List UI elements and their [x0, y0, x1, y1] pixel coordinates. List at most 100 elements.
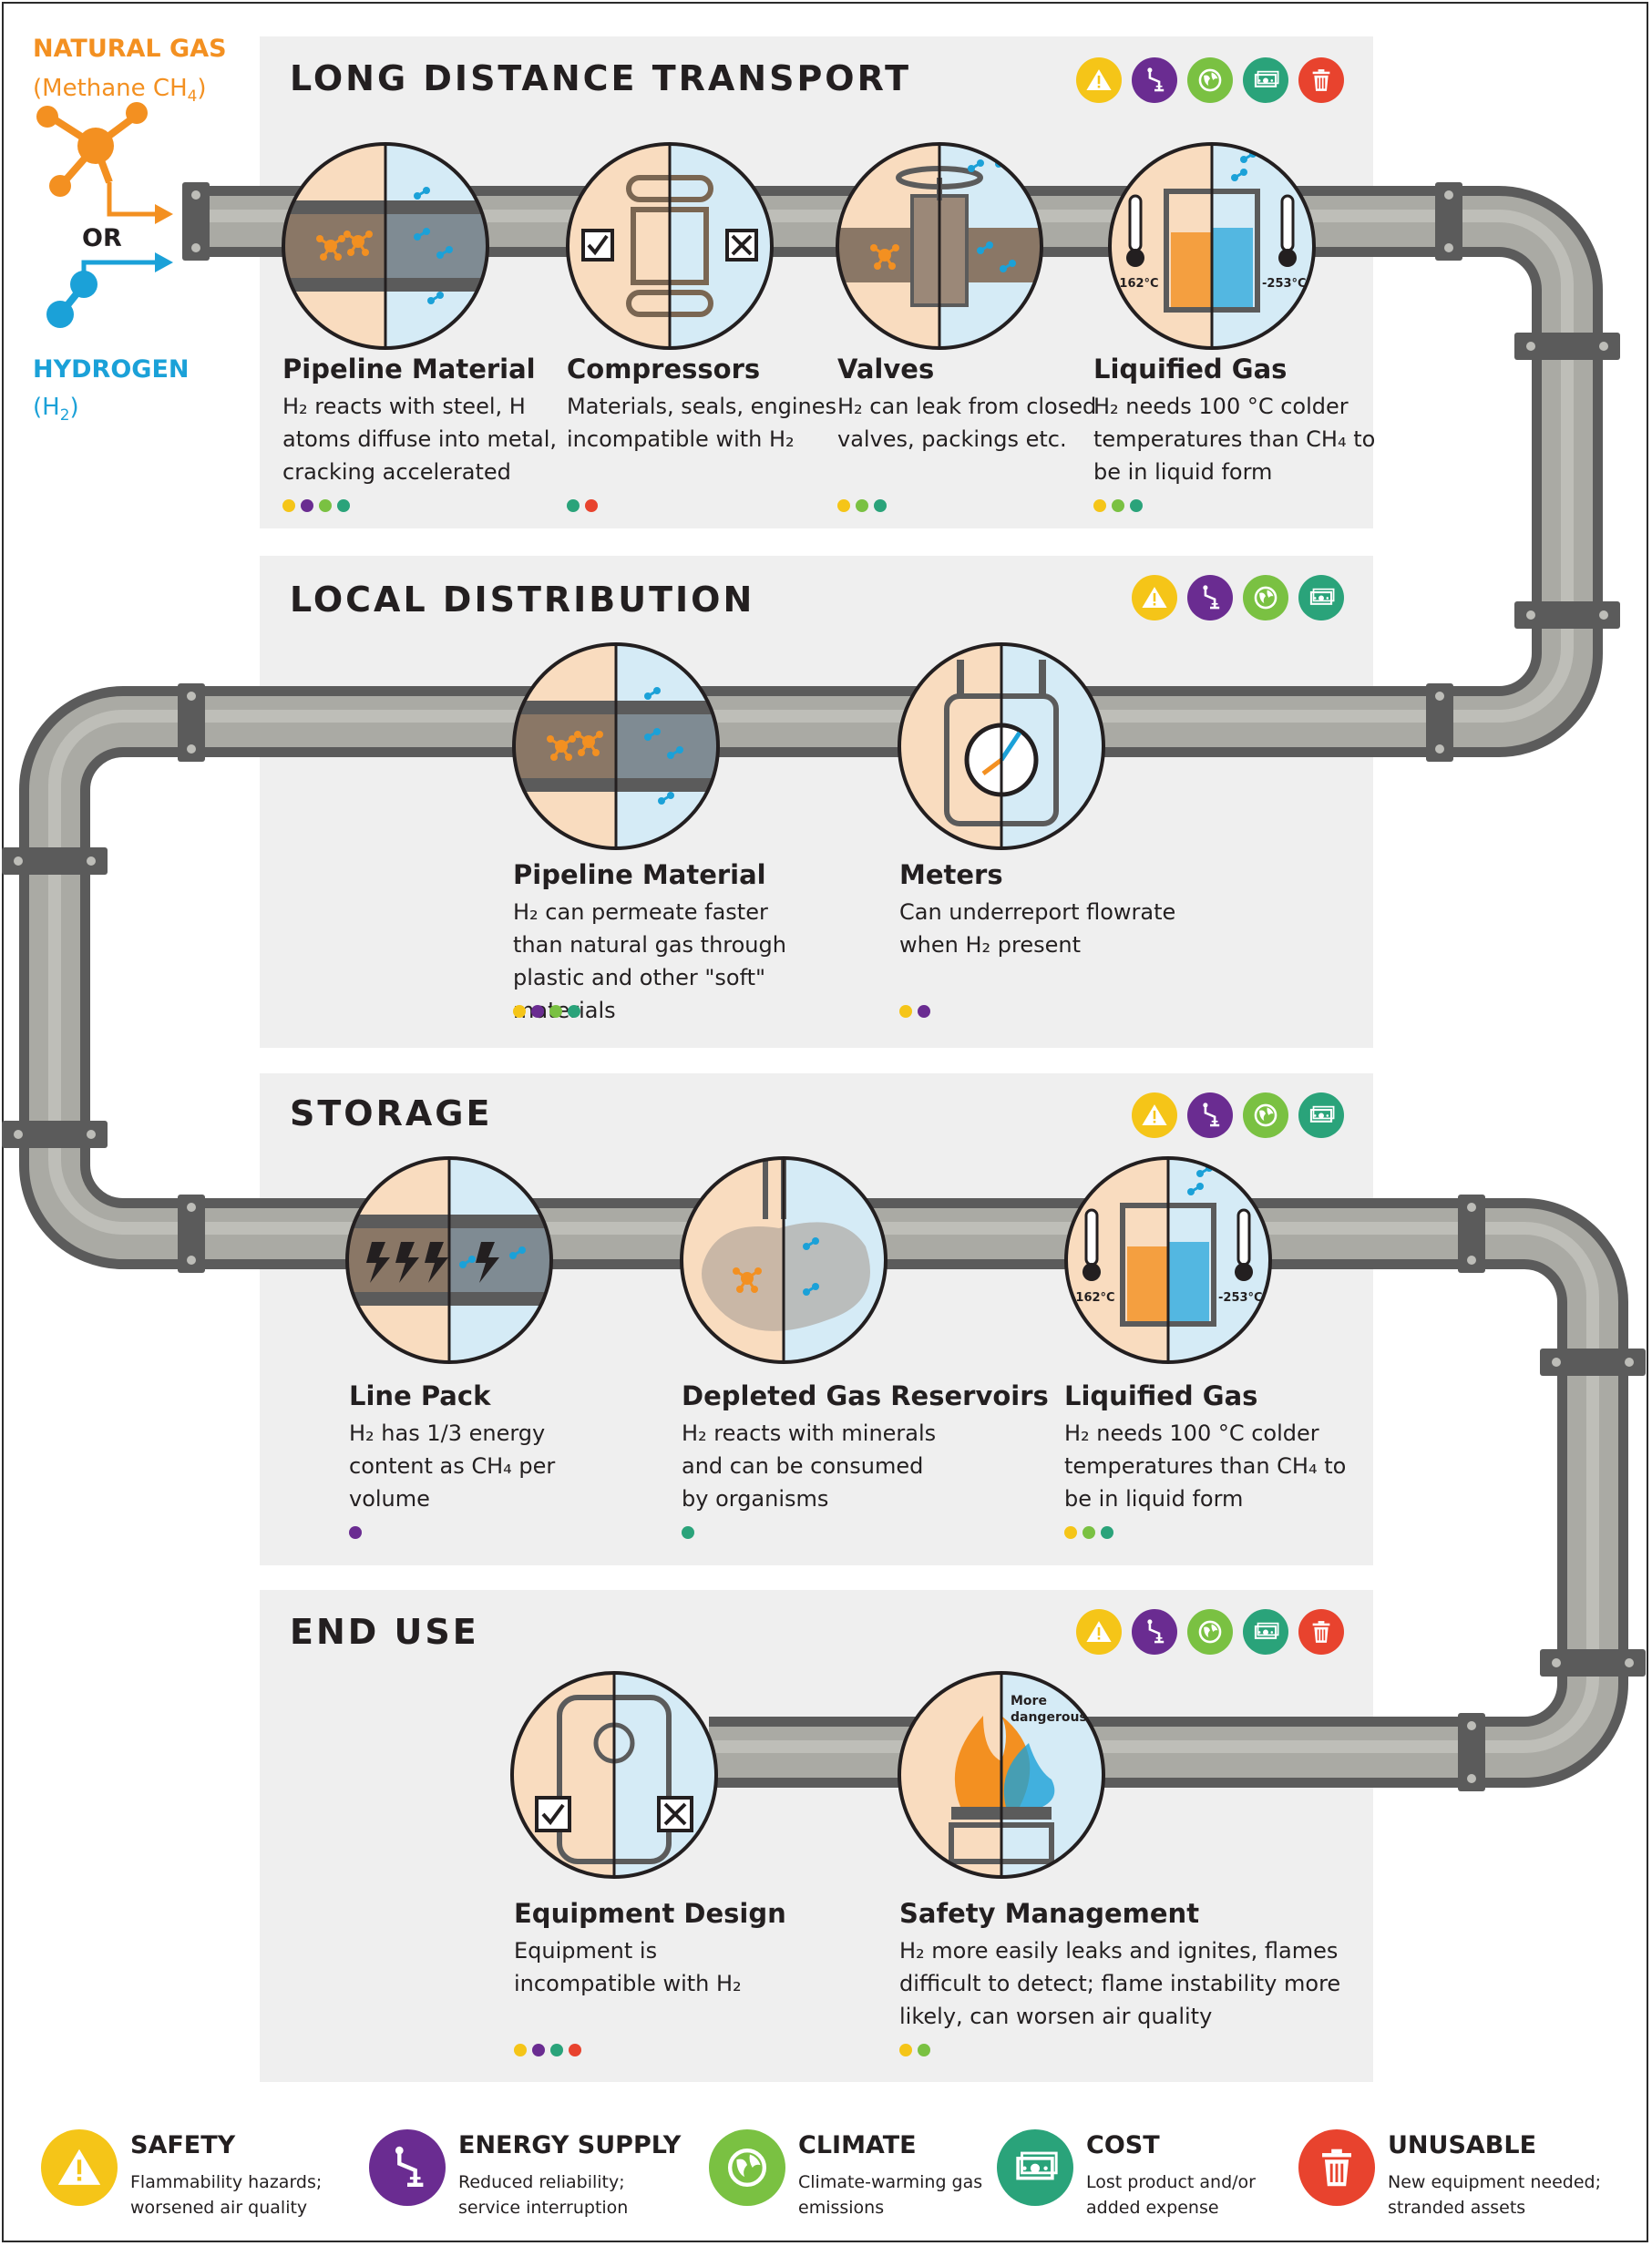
temp-label-h2: -253°C [1218, 1291, 1263, 1305]
svg-text:dangerous: dangerous [1011, 1710, 1087, 1725]
impact-dot-cost [1101, 1526, 1113, 1539]
legend-description: Climate-warming gas emissions [798, 2172, 983, 2218]
formula-subscript: 2 [59, 405, 70, 425]
temp-label-ch4: -162°C [1114, 277, 1159, 291]
impact-dots [513, 1005, 580, 1020]
impact-dots [567, 499, 598, 514]
item-title: Depleted Gas Reservoirs [682, 1380, 1049, 1411]
money-icon [997, 2129, 1073, 2206]
energy-supply-icon [1132, 1609, 1177, 1655]
section-impact-icons [1132, 575, 1344, 620]
item-title: Valves [837, 354, 935, 385]
more-dangerous-label: More [1011, 1694, 1047, 1708]
item-title: Equipment Design [514, 1898, 786, 1929]
impact-dots [1064, 1526, 1113, 1541]
illustration-safety-management: More dangerous [897, 1670, 1106, 1880]
formula-close: ) [197, 75, 207, 102]
illustration-pipeline-material [281, 141, 490, 351]
item-title: Liquified Gas [1064, 1380, 1258, 1411]
globe-icon [1187, 1609, 1233, 1655]
trash-icon [1298, 2129, 1375, 2206]
warning-icon [41, 2129, 118, 2206]
illustration-liquified-gas: -162°C-253°C [1063, 1155, 1273, 1365]
impact-dot-cost [568, 1005, 580, 1018]
globe-icon [709, 2129, 785, 2206]
item-description: H₂ can permeate faster than natural gas … [513, 899, 786, 1023]
natural-gas-formula: (Methane CH4) [33, 75, 207, 105]
impact-dot-energy-supply [918, 1005, 930, 1018]
item-title: Meters [899, 859, 1003, 890]
item-title: Liquified Gas [1093, 354, 1288, 385]
warning-icon [1132, 575, 1177, 620]
section-title: STORAGE [290, 1093, 493, 1133]
impact-dot-climate [1083, 1526, 1095, 1539]
or-label: OR [82, 224, 122, 252]
illustration-equipment-design [509, 1670, 719, 1880]
illustration-line-pack [344, 1155, 554, 1365]
impact-dots [899, 2044, 930, 2058]
item-description: H₂ reacts with steel, H atoms diffuse in… [282, 394, 558, 485]
item-title: Pipeline Material [282, 354, 536, 385]
impact-dot-energy-supply [349, 1526, 362, 1539]
energy-supply-icon [1187, 575, 1233, 620]
impact-dot-unusable [585, 499, 598, 512]
legend-title: SAFETY [130, 2131, 236, 2159]
illustration-meters [897, 641, 1106, 851]
hydrogen-formula-text: (H [33, 394, 60, 421]
money-icon [1298, 575, 1344, 620]
impact-dots [899, 1005, 930, 1020]
impact-dot-cost [337, 499, 350, 512]
impact-dot-cost [682, 1526, 694, 1539]
hydrogen-formula: (H2) [33, 394, 79, 424]
item-title: Pipeline Material [513, 859, 766, 890]
impact-dot-safety [513, 1005, 526, 1018]
section-title: LOCAL DISTRIBUTION [290, 579, 755, 620]
illustration-pipeline-material [511, 641, 721, 851]
item-title: Line Pack [349, 1380, 491, 1411]
hydrogen-molecule-icon [46, 252, 173, 328]
section-panel-local-distribution: LOCAL DISTRIBUTION [260, 556, 1373, 1048]
impact-dot-cost [1130, 499, 1143, 512]
item-description: H₂ has 1/3 energy content as CH₄ per vol… [349, 1420, 556, 1512]
item-description: Equipment is incompatible with H₂ [514, 1938, 742, 1996]
impact-dot-safety [514, 2044, 527, 2056]
temp-label-h2: -253°C [1262, 277, 1307, 291]
legend-description: New equipment needed; stranded assets [1388, 2172, 1601, 2218]
item-description: Can underreport flowrate when H₂ present [899, 899, 1176, 958]
illustration-depleted-gas-reservoirs [679, 1155, 888, 1365]
impact-dots [837, 499, 887, 514]
item-title: Safety Management [899, 1898, 1200, 1929]
money-icon [1298, 1092, 1344, 1138]
impact-dot-cost [567, 499, 580, 512]
impact-dots [682, 1526, 694, 1541]
impact-dot-safety [1093, 499, 1106, 512]
hydrogen-label: HYDROGEN [33, 355, 190, 384]
natural-gas-label: NATURAL GAS [33, 35, 227, 63]
item-description: Materials, seals, engines incompatible w… [567, 394, 837, 452]
impact-dots [514, 2044, 581, 2058]
impact-dot-safety [282, 499, 295, 512]
warning-icon [1132, 1092, 1177, 1138]
legend-description: Flammability hazards; worsened air quali… [130, 2172, 323, 2218]
item-description: H₂ more easily leaks and ignites, flames… [899, 1938, 1341, 2029]
impact-dot-climate [918, 2044, 930, 2056]
legend-title: COST [1086, 2131, 1160, 2159]
impact-dot-climate [549, 1005, 562, 1018]
energy-supply-icon [1187, 1092, 1233, 1138]
money-icon [1243, 57, 1288, 103]
impact-dots [1093, 499, 1143, 514]
section-impact-icons [1132, 1092, 1344, 1138]
impact-dot-energy-supply [301, 499, 313, 512]
impact-dots [349, 1526, 362, 1541]
item-description: H₂ can leak from closed valves, packings… [837, 394, 1097, 452]
formula-close: ) [69, 394, 79, 421]
impact-dot-climate [856, 499, 868, 512]
section-title: END USE [290, 1612, 479, 1652]
methane-molecule-icon [36, 102, 173, 224]
energy-supply-icon [1132, 57, 1177, 103]
trash-icon [1298, 57, 1344, 103]
legend-title: ENERGY SUPPLY [458, 2131, 682, 2159]
legend-title: CLIMATE [798, 2131, 917, 2159]
globe-icon [1243, 575, 1288, 620]
